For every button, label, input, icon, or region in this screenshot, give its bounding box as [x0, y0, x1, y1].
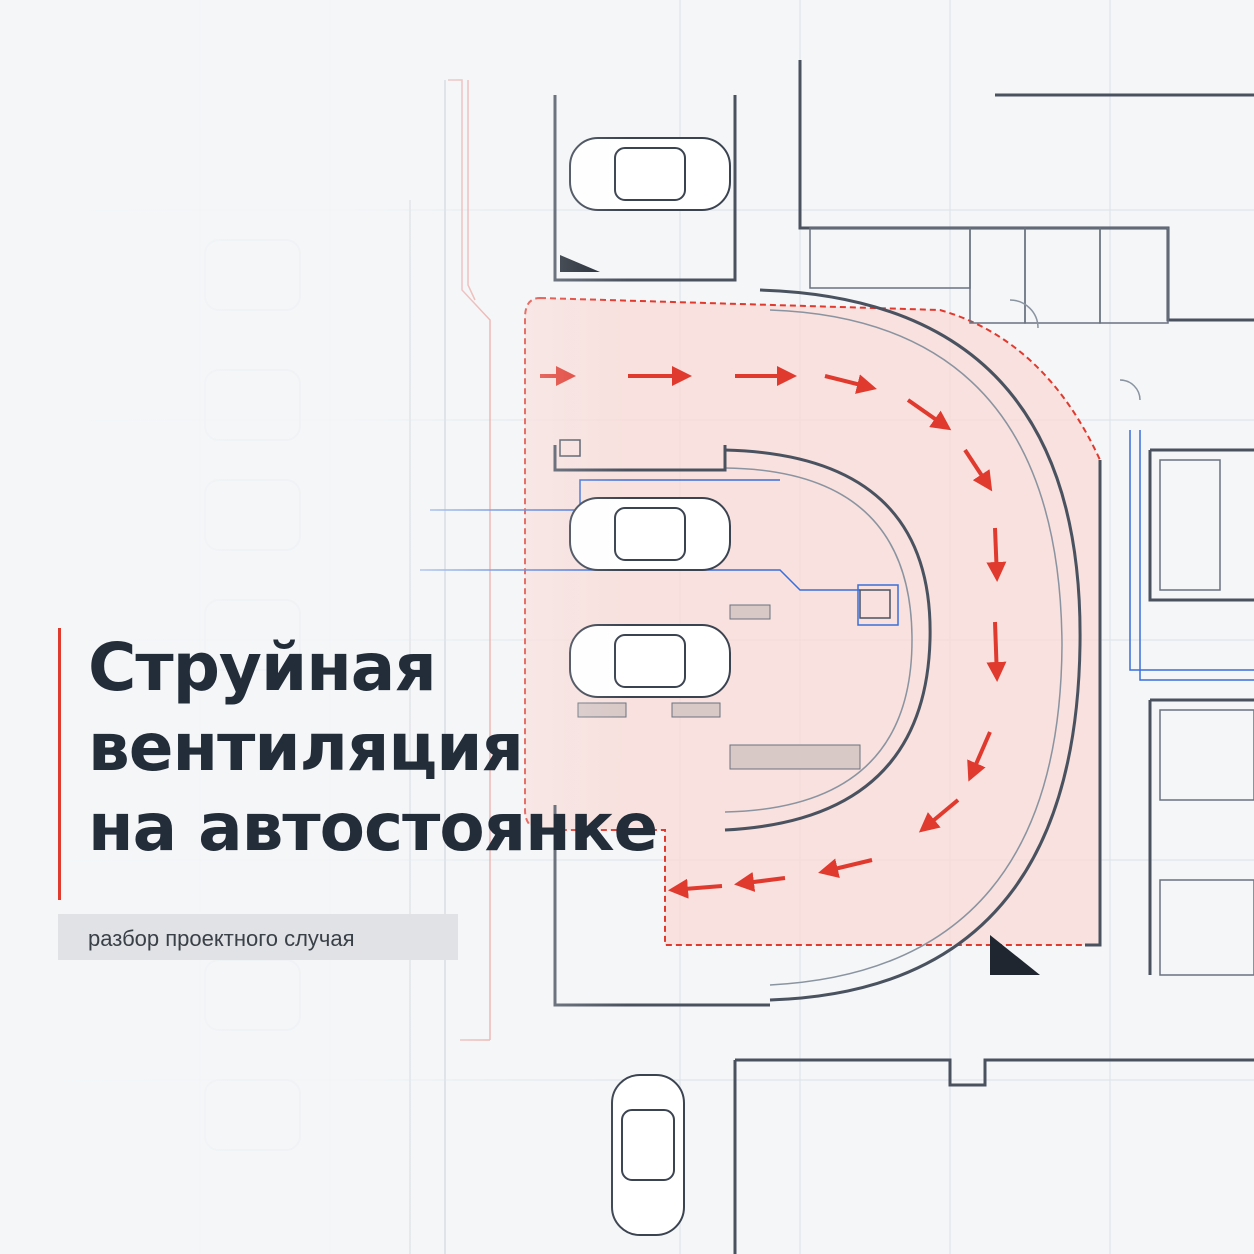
title-line-2: вентиляция	[88, 709, 524, 786]
subtitle: разбор проектного случая	[88, 926, 355, 951]
subtitle-badge: разбор проектного случая	[58, 914, 458, 960]
airflow-arrow-icon	[986, 527, 1007, 582]
accent-bar	[58, 628, 61, 900]
red-duct	[448, 79, 491, 1041]
title-line-3: на автостоянке	[88, 789, 658, 866]
title-line-1: Струйная	[88, 629, 437, 706]
airflow-arrow-icon	[986, 621, 1007, 682]
page-title: Струйная вентиляция на автостоянке	[88, 628, 658, 868]
